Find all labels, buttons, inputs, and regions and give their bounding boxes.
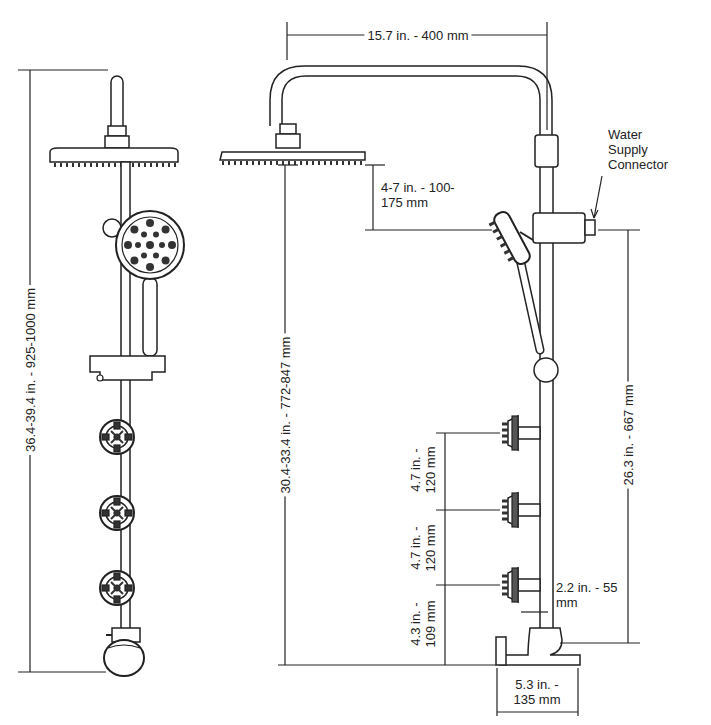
dimension-label: 5.3 in. - 135 mm: [506, 677, 568, 707]
dimension-label: 4-7 in. - 100-175 mm: [381, 180, 463, 210]
dimension-label: 4.7 in. - 120 mm: [408, 439, 438, 501]
dimension-label: Water Supply Connector: [608, 127, 676, 172]
dimension-label: 2.2 in. - 55 mm: [556, 580, 618, 610]
dimension-label: 4.7 in. - 120 mm: [408, 517, 438, 579]
dimension-label: 15.7 in. - 400 mm: [364, 28, 471, 43]
dimension-label: 26.3 in. - 667 mm: [621, 381, 636, 488]
dimension-label: 4.3 in. - 109 mm: [408, 593, 438, 655]
dimension-label: 30.4-33.4 in. - 772-847 mm: [278, 334, 293, 497]
dimension-label: 36.4-39.4 in. - 925-1000 mm: [23, 285, 38, 455]
